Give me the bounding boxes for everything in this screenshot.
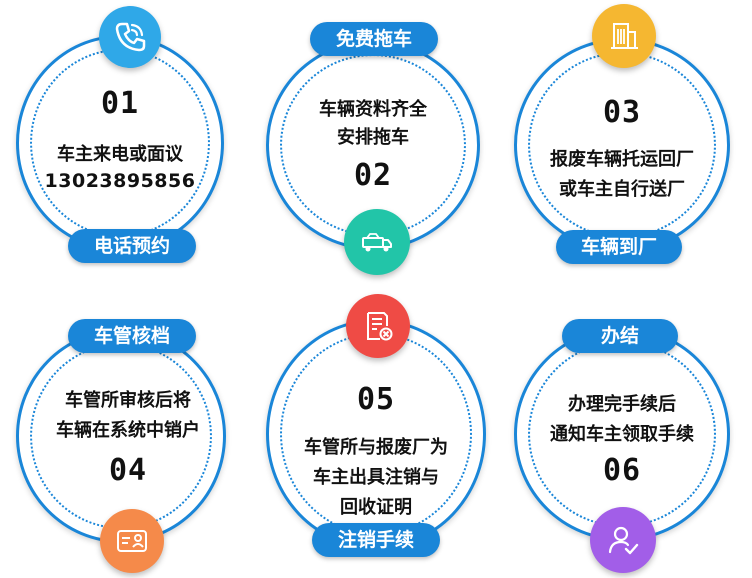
step-01: 01 车主来电或面议 13023895856 电话预约 bbox=[0, 0, 240, 289]
step-description-line: 车主来电或面议 bbox=[57, 144, 183, 165]
step-description-line: 车管所与报废厂为 bbox=[304, 437, 448, 458]
step-description-line: 回收证明 bbox=[340, 497, 412, 518]
step-description-line: 报废车辆托运回厂 bbox=[550, 149, 694, 170]
step-label: 电话预约 bbox=[68, 229, 196, 263]
building-badge bbox=[592, 4, 656, 68]
step-04: 车管核档 车管所审核后将 车辆在系统中销户 04 bbox=[0, 289, 240, 578]
step-label: 免费拖车 bbox=[310, 22, 438, 56]
user-check-icon bbox=[608, 526, 639, 555]
step-description-line: 车主出具注销与 bbox=[313, 467, 439, 488]
step-number: 04 bbox=[108, 453, 148, 488]
step-description-line: 通知车主领取手续 bbox=[550, 424, 694, 445]
tow-truck-icon bbox=[362, 233, 392, 252]
step-03: 03 报废车辆托运回厂 或车主自行送厂 车辆到厂 bbox=[512, 0, 752, 289]
step-description-line: 车管所审核后将 bbox=[65, 390, 191, 411]
step-number: 01 bbox=[100, 86, 140, 121]
phone-icon bbox=[115, 22, 146, 52]
step-description-line: 安排拖车 bbox=[337, 127, 409, 148]
step-label: 车辆到厂 bbox=[556, 230, 682, 264]
step-label: 注销手续 bbox=[312, 523, 440, 557]
step-number: 05 bbox=[356, 382, 396, 417]
id-card-badge bbox=[100, 509, 164, 573]
step-label: 办结 bbox=[562, 319, 678, 353]
step-number: 03 bbox=[602, 95, 642, 130]
step-number: 02 bbox=[353, 158, 393, 193]
user-check-badge bbox=[590, 507, 656, 573]
step-06: 办结 办理完手续后 通知车主领取手续 06 bbox=[512, 289, 752, 578]
id-card-icon bbox=[117, 530, 147, 552]
step-05: 05 车管所与报废厂为 车主出具注销与 回收证明 注销手续 bbox=[256, 289, 496, 578]
building-icon bbox=[611, 23, 638, 49]
phone-number: 13023895856 bbox=[44, 170, 196, 192]
step-02: 免费拖车 车辆资料齐全 安排拖车 02 bbox=[256, 0, 496, 289]
step-label: 车管核档 bbox=[68, 319, 196, 353]
cancel-document-badge bbox=[346, 294, 410, 358]
step-description-line: 车辆资料齐全 bbox=[319, 99, 427, 120]
cancel-document-icon bbox=[367, 312, 393, 341]
step-number: 06 bbox=[602, 453, 642, 488]
step-description-line: 车辆在系统中销户 bbox=[56, 420, 200, 441]
tow-truck-badge bbox=[344, 209, 410, 275]
phone-badge bbox=[99, 6, 161, 68]
step-description-line: 办理完手续后 bbox=[568, 394, 676, 415]
step-description-line: 或车主自行送厂 bbox=[559, 179, 685, 200]
